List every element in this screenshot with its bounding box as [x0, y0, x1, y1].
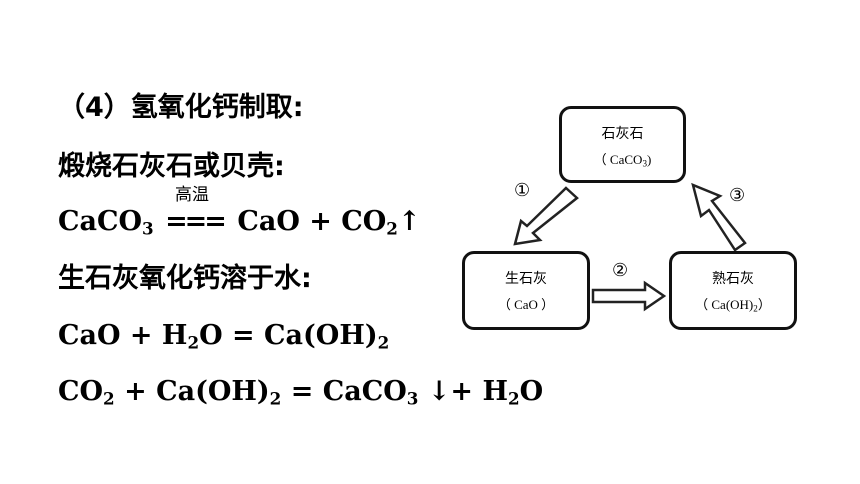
reaction-condition: 高温 [175, 185, 209, 205]
step-3-label: ③ [729, 185, 746, 206]
step-1-label: ① [514, 180, 531, 201]
node-slaked-lime-formula: （ Ca(OH)2） [695, 297, 771, 314]
node-quicklime: 生石灰 （ CaO ） [462, 251, 590, 330]
arrow-calcination [513, 186, 579, 246]
gas-arrow: ↑ [397, 206, 421, 237]
arrow-slaking [591, 280, 667, 312]
node-quicklime-name: 生石灰 [505, 271, 547, 287]
heading: （4）氢氧化钙制取: [58, 92, 304, 123]
node-limestone-formula: （ CaCO3) [593, 152, 652, 169]
node-limestone: 石灰石 （ CaCO3) [559, 106, 686, 183]
node-quicklime-formula: （ CaO ） [497, 297, 555, 312]
equation-carbonation: CO2 + Ca(OH)2 = CaCO3 ↓+ H2O [58, 376, 544, 409]
node-limestone-name: 石灰石 [601, 126, 644, 142]
dissolve-text: 生石灰氧化钙溶于水: [58, 263, 312, 294]
node-slaked-lime: 熟石灰 （ Ca(OH)2） [669, 251, 797, 330]
calcine-text: 煅烧石灰石或贝壳: [58, 151, 285, 182]
equals-sign: === [165, 206, 227, 237]
equation-slaking: CaO + H2O = Ca(OH)2 [58, 320, 390, 353]
arrow-carbonation [691, 182, 747, 252]
node-slaked-lime-name: 熟石灰 [712, 271, 754, 287]
step-2-label: ② [612, 260, 629, 281]
equation-decomposition: CaCO3 === CaO + CO2↑ [58, 206, 421, 239]
